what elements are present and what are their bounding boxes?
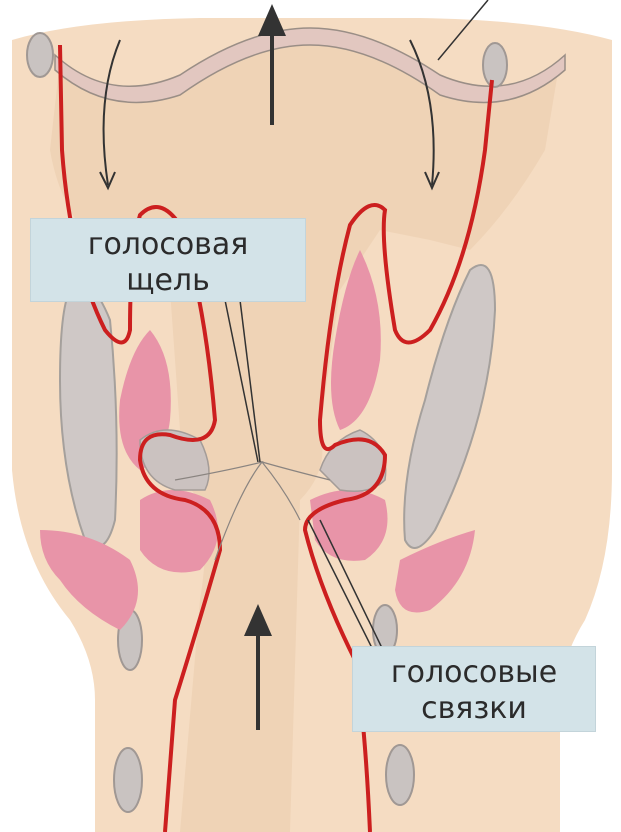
label-vocal-folds-line2: связки	[353, 691, 595, 727]
muscle-left-fold	[140, 490, 218, 573]
cartilage-top-right	[483, 43, 507, 87]
label-glottis-line2: щель	[31, 263, 305, 299]
cartilage-ring-left	[114, 748, 142, 812]
cartilage-top-left	[27, 33, 53, 77]
label-glottis-line1: голосовая	[31, 227, 305, 263]
cartilage-ring-right	[386, 745, 414, 805]
label-vocal-folds-line1: голосовые	[353, 655, 595, 691]
label-vocal-folds: голосовые связки	[352, 646, 596, 732]
label-glottis: голосовая щель	[30, 218, 306, 302]
